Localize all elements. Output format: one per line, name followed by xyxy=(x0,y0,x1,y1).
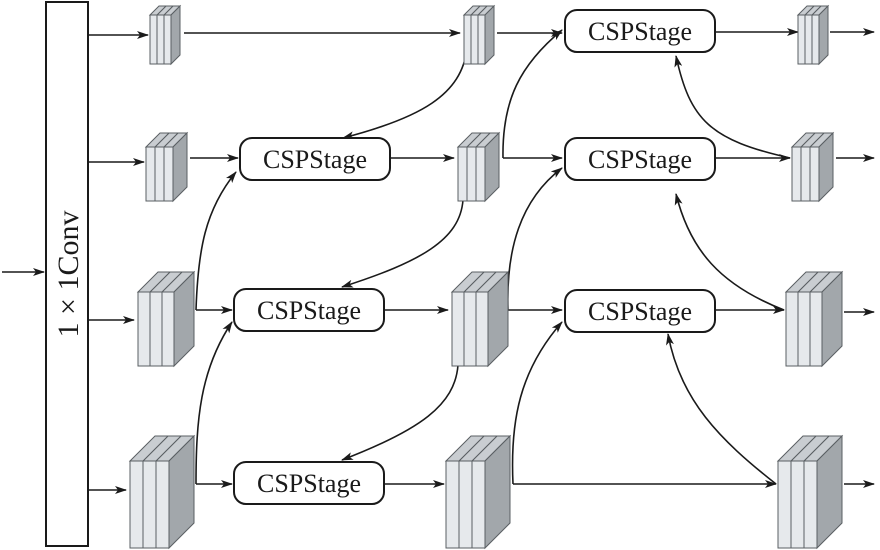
b4-up-to-csp-e xyxy=(511,321,563,485)
feature-map-d1 xyxy=(796,4,830,66)
cspstage-c: CSPStage xyxy=(564,9,716,53)
feature-map-a2 xyxy=(144,131,189,203)
a3-up-to-cspa xyxy=(195,171,237,311)
a4-up-to-cspb xyxy=(195,321,233,485)
cspstage-e: CSPStage xyxy=(564,289,716,333)
b3-up-to-cspd xyxy=(507,167,563,311)
feature-map-b4 xyxy=(444,434,512,550)
feature-map-b3 xyxy=(450,270,510,368)
cspstage-d: CSPStage xyxy=(564,137,716,181)
d3-up-to-cspd xyxy=(674,193,785,311)
cspstage-c-label: CSPStage xyxy=(588,17,692,46)
feature-map-b2 xyxy=(456,131,501,203)
b2-down-to-cspb xyxy=(341,199,464,288)
cspstage-b-label: CSPStage xyxy=(257,296,361,325)
cspstage-a: CSPStage xyxy=(239,137,391,181)
b2-up-to-cspc xyxy=(502,29,563,159)
feature-maps xyxy=(128,4,844,550)
conv-block: 1 × 1Conv xyxy=(45,1,89,547)
b1-down-to-cspa xyxy=(342,47,468,140)
connections xyxy=(2,28,875,494)
cspstage-f: CSPStage xyxy=(233,461,385,505)
feature-map-d3 xyxy=(784,270,844,368)
cspstage-d-label: CSPStage xyxy=(588,145,692,174)
feature-map-a3 xyxy=(136,270,196,368)
cspstage-a-label: CSPStage xyxy=(263,145,367,174)
feature-map-a4 xyxy=(128,434,196,550)
feature-map-d2 xyxy=(790,131,835,203)
cspstage-f-label: CSPStage xyxy=(257,469,361,498)
feature-map-d4 xyxy=(776,434,844,550)
conv-label: 1 × 1Conv xyxy=(52,211,85,338)
cspstage-b: CSPStage xyxy=(233,288,385,332)
feature-map-a1 xyxy=(148,4,182,66)
b3-down-to-cspf xyxy=(341,364,459,461)
d4-up-to-cspe xyxy=(666,333,777,485)
d2-up-to-cspc xyxy=(674,55,791,159)
cspstage-e-label: CSPStage xyxy=(588,297,692,326)
feature-map-b1 xyxy=(462,4,496,66)
